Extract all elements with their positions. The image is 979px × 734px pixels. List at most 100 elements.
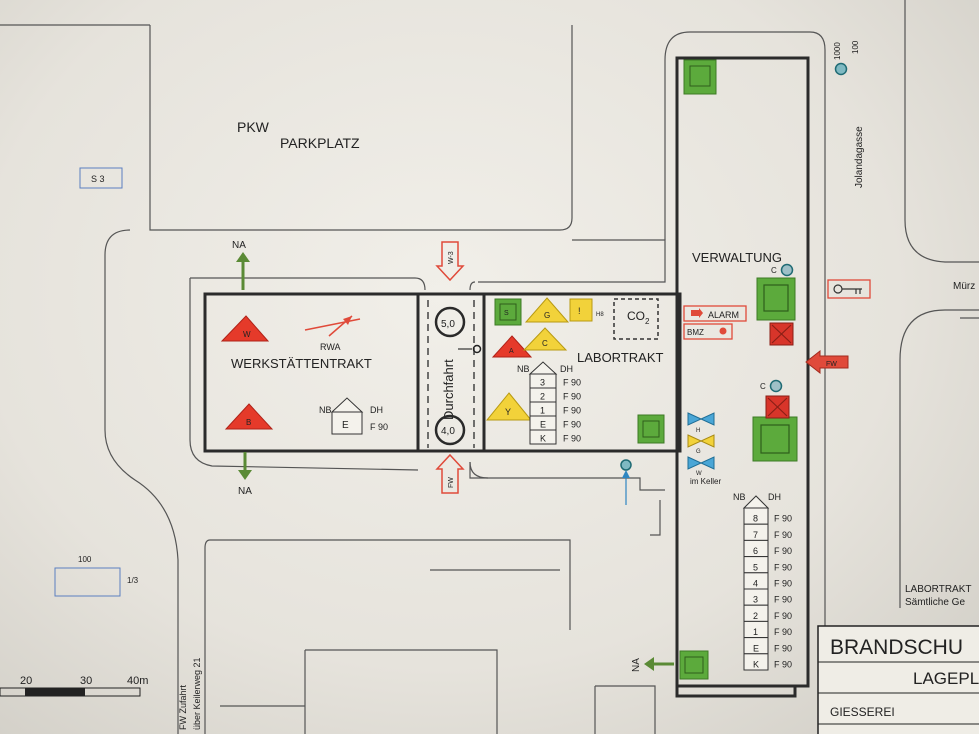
floor-label: 1	[540, 406, 545, 416]
labor-yellow-y-triangle: Y	[485, 392, 533, 421]
fire-rating-label: F 90	[774, 514, 792, 524]
company-text: GIESSEREI	[830, 705, 895, 719]
red-panel-1	[769, 322, 794, 346]
bmz-box: BMZ	[683, 323, 733, 340]
svg-text:W: W	[243, 330, 251, 339]
svg-text:E: E	[342, 420, 349, 431]
durchfahrt-label: Durchfahrt	[441, 359, 456, 420]
fire-rating-label: F 90	[774, 627, 792, 637]
alarm-box: ALARM	[683, 305, 747, 322]
svg-text:S: S	[504, 310, 509, 317]
svg-text:G: G	[696, 449, 701, 455]
floor-label: 3	[753, 595, 758, 605]
na-arrow-north: NA	[232, 240, 250, 290]
valve-h: H	[687, 412, 715, 434]
key-depot-box	[827, 279, 871, 299]
svg-text:G: G	[544, 311, 550, 320]
floor-label: 5	[753, 562, 758, 572]
fire-rating-label: F 90	[563, 406, 581, 416]
scale-bar: 20 30 40m	[0, 675, 148, 697]
svg-text:NA: NA	[631, 658, 642, 672]
floor-label: 6	[753, 546, 758, 556]
fire-rating-label: F 90	[774, 546, 792, 556]
floor-cell	[743, 653, 769, 671]
svg-text:1000: 1000	[833, 42, 842, 60]
labor-red-a-triangle: A	[491, 335, 533, 358]
hydrant-marker	[472, 344, 482, 354]
svg-text:5,0: 5,0	[441, 319, 455, 330]
valve-g: G	[687, 434, 715, 455]
svg-text:C: C	[760, 382, 766, 391]
red-panel-2	[765, 395, 790, 419]
fire-rating-label: F 90	[774, 579, 792, 589]
fire-rating-label: F 90	[774, 611, 792, 621]
floor-label: E	[753, 643, 759, 653]
svg-text:H8: H8	[596, 312, 604, 318]
svg-text:BMZ: BMZ	[687, 328, 704, 337]
keilerweg-label: über Keilerweg 21	[192, 657, 202, 730]
svg-text:1/3: 1/3	[127, 576, 139, 585]
svg-text:!: !	[578, 306, 581, 316]
scale-tick-20: 20	[20, 675, 32, 687]
floor-label: E	[540, 420, 546, 430]
svg-text:NA: NA	[232, 240, 246, 251]
floor-label: 7	[753, 530, 758, 540]
labor-green-panel-2	[637, 414, 665, 444]
labortrakt-label: LABORTRAKT	[577, 350, 664, 365]
im-keller-label: im Keller	[690, 477, 721, 486]
verwaltung-green-panel-top	[683, 59, 717, 95]
valve-w: W	[687, 456, 715, 477]
legend-labortrakt: LABORTRAKT	[905, 584, 972, 595]
svg-text:NB: NB	[517, 364, 530, 374]
pkw-label: PKW	[237, 119, 270, 135]
svg-text:F 90: F 90	[370, 422, 388, 432]
werkstaetten-floor-diagram: E NB DH F 90	[319, 397, 388, 435]
svg-text:CO: CO	[627, 309, 645, 323]
small-sheet-box: 100 1/3	[54, 555, 139, 597]
fire-rating-label: F 90	[774, 660, 792, 670]
floor-cell	[529, 429, 557, 445]
fire-panel-green-2	[752, 416, 798, 462]
svg-text:NB: NB	[319, 405, 332, 415]
labor-h8-box: ! H8	[569, 298, 604, 322]
labor-yellow-g-triangle: G	[524, 297, 570, 323]
fire-rating-label: F 90	[774, 595, 792, 605]
c-hydrant-1: C	[771, 263, 794, 277]
werkstaetten-label: WERKSTÄTTENTRAKT	[231, 356, 372, 371]
svg-text:FW: FW	[448, 477, 455, 488]
svg-text:DH: DH	[768, 492, 781, 502]
fire-rating-label: F 90	[563, 392, 581, 402]
verwaltung-label: VERWALTUNG	[692, 250, 782, 265]
building-outlines	[203, 56, 810, 698]
fw-entry-marker-east: FW	[805, 349, 849, 375]
fire-rating-label: F 90	[774, 562, 792, 572]
fire-rating-label: F 90	[563, 378, 581, 388]
fire-rating-label: F 90	[774, 643, 792, 653]
legend-saemtliche: Sämtliche Ge	[905, 597, 965, 608]
svg-text:2: 2	[645, 317, 650, 326]
fw-zufahrt-label: FW Zufahrt	[178, 684, 188, 730]
svg-text:B: B	[246, 418, 251, 427]
fire-rating-label: F 90	[563, 434, 581, 444]
scale-tick-40: 40m	[127, 675, 148, 687]
floor-label: 2	[753, 611, 758, 621]
fire-rating-label: F 90	[563, 420, 581, 430]
svg-text:W-3: W-3	[448, 251, 455, 264]
svg-text:RWA: RWA	[320, 342, 341, 352]
na-arrow-west: NA	[631, 657, 674, 672]
svg-text:100: 100	[851, 40, 860, 54]
title-block: BRANDSCHU LAGEPL GIESSEREI	[817, 625, 979, 734]
svg-text:DH: DH	[370, 405, 383, 415]
labor-green-panel-1: S	[494, 298, 522, 326]
svg-text:100: 100	[78, 555, 92, 564]
fw-entry-marker-south: FW	[435, 453, 465, 494]
labor-yellow-c-triangle: C	[522, 327, 568, 351]
title-text: BRANDSCHU	[830, 636, 963, 659]
scale-tick-30: 30	[80, 675, 92, 687]
co2-extinguishing-box: CO 2	[613, 298, 659, 340]
floor-label: 3	[540, 378, 545, 388]
